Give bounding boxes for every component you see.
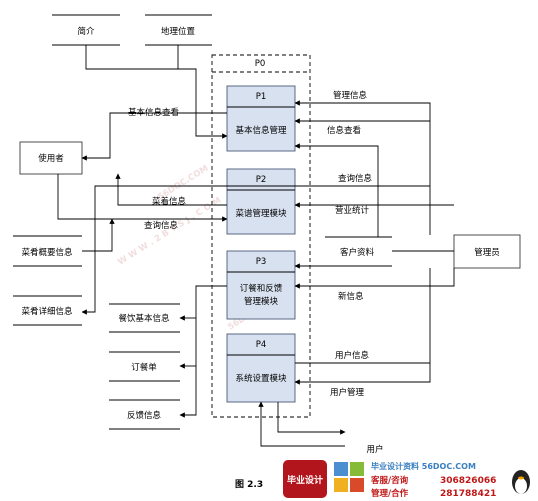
brand-service-label: 客服/咨询: [370, 475, 409, 486]
flow-info-query-label: 信息查看: [327, 125, 361, 136]
brand-logo: 毕业设计: [283, 460, 327, 498]
flow-mgmt-info-label: 管理信息: [333, 90, 368, 101]
store-location-label: 地理位置: [161, 26, 196, 37]
store-customer-data-label: 客户资料: [340, 247, 375, 258]
flow-query-info-left: [57, 174, 228, 222]
system-boundary: [211, 54, 311, 418]
flow-dish-info: [115, 173, 227, 206]
entity-admin-label: 管理员: [474, 247, 500, 258]
process-p3-name-2: 管理模块: [244, 296, 279, 307]
store-order-form-label: 订餐单: [131, 362, 157, 373]
process-p1-name: 基本信息管理: [235, 125, 287, 136]
store-order-form: 订餐单: [109, 351, 180, 382]
flow-user-to-p4: [258, 401, 345, 447]
flow-mgmt-info: [294, 100, 431, 235]
process-p3: P3 订餐和反馈 管理模块: [226, 250, 296, 320]
store-intro-label: 简介: [77, 26, 95, 37]
cube-icon: [334, 462, 364, 492]
flow-p4-to-user: [277, 402, 346, 435]
flow-user-mgmt-label: 用户管理: [330, 387, 365, 398]
store-dish-detail: 菜肴详细信息: [13, 295, 82, 326]
store-dish-detail-label: 菜肴详细信息: [21, 306, 73, 317]
process-p4: P4 系统设置模块: [226, 333, 296, 403]
store-feedback-label: 反馈信息: [127, 410, 162, 421]
flow-business-stats-label: 营业统计: [335, 205, 370, 216]
process-p1: P1 基本信息管理: [226, 85, 296, 152]
flow-user-info-label: 用户信息: [335, 350, 370, 361]
penguin-icon: [512, 470, 530, 494]
flow-basic-info-query: [81, 112, 227, 161]
brand-service-number: 306826066: [440, 476, 496, 486]
figure-caption: 图 2.3: [235, 479, 263, 490]
process-p3-id: P3: [256, 257, 267, 267]
flow-query-info-left-label: 查询信息: [144, 220, 179, 231]
flow-user-mgmt: [294, 268, 431, 385]
entity-user-role-label: 使用者: [38, 153, 64, 164]
flow-basic-info-query-label: 基本信息查看: [128, 107, 179, 118]
flow-new-info: [294, 268, 455, 289]
process-p2: P2 菜谱管理模块: [226, 168, 296, 235]
store-feedback: 反馈信息: [109, 399, 180, 430]
brand-site: 毕业设计资料 56DOC.COM: [371, 461, 476, 471]
svg-text:毕业设计: 毕业设计: [287, 474, 323, 486]
store-intro: 简介: [52, 14, 120, 46]
flow-query-info-right: [81, 185, 430, 315]
store-location: 地理位置: [145, 14, 212, 46]
brand-mgmt-number: 281788421: [440, 489, 496, 499]
flow-info-query: [294, 143, 379, 237]
flow-new-info-label: 新信息: [338, 291, 364, 302]
entity-user-label: 用户: [366, 444, 383, 455]
store-restaurant-info: 餐饮基本信息: [109, 303, 180, 333]
entity-user-role: 使用者: [19, 141, 83, 175]
store-dish-summary: 菜肴概要信息: [13, 235, 82, 267]
entity-admin: 管理员: [453, 234, 521, 269]
flow-dish-info-label: 菜着信息: [152, 196, 187, 207]
flow-dish-summary-to-p2: [82, 218, 115, 252]
process-p1-id: P1: [256, 92, 267, 102]
process-p4-id: P4: [256, 340, 267, 350]
process-p4-name: 系统设置模块: [235, 373, 287, 384]
process-p3-name-1: 订餐和反馈: [240, 283, 283, 294]
process-p2-id: P2: [256, 175, 267, 185]
store-dish-summary-label: 菜肴概要信息: [21, 247, 73, 258]
brand-mgmt-label: 管理/合作: [371, 488, 409, 499]
flow-intro-to-p1: [85, 45, 228, 139]
system-label: P0: [255, 59, 266, 69]
flow-p3-to-stores: [179, 285, 227, 418]
store-restaurant-info-label: 餐饮基本信息: [118, 313, 170, 324]
flow-query-info-right-label: 查询信息: [338, 173, 373, 184]
store-customer-data: 客户资料: [325, 236, 392, 267]
process-p2-name: 菜谱管理模块: [235, 208, 287, 219]
